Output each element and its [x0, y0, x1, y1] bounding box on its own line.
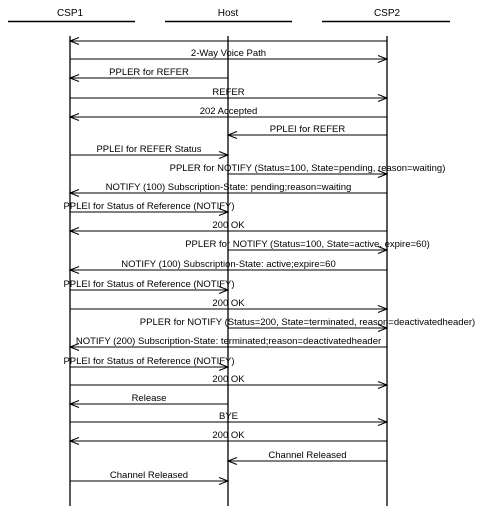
- arrowhead-icon: [218, 363, 230, 371]
- participant-label-csp1: CSP1: [57, 8, 84, 19]
- arrowhead-icon: [68, 400, 80, 408]
- message-label: Release: [132, 393, 167, 404]
- arrowhead-icon: [377, 94, 389, 102]
- arrowhead-icon: [68, 437, 80, 445]
- message-label: PPLER for REFER: [109, 67, 189, 78]
- message: PPLEI for REFER: [226, 124, 387, 139]
- message: PPLEI for Status of Reference (NOTIFY): [63, 201, 235, 216]
- message: 200 OK: [68, 220, 387, 235]
- message-label: 2-Way Voice Path: [191, 48, 266, 59]
- participant-label-csp2: CSP2: [374, 8, 401, 19]
- arrowhead-icon: [218, 208, 230, 216]
- message: Channel Released: [226, 450, 387, 465]
- message: PPLER for NOTIFY (Status=200, State=term…: [140, 317, 475, 332]
- participant-label-host: Host: [218, 8, 239, 19]
- message-label: PPLEI for Status of Reference (NOTIFY): [63, 279, 234, 290]
- message-label: PPLEI for REFER Status: [96, 144, 201, 155]
- message-label: Channel Released: [268, 450, 346, 461]
- arrowhead-icon: [226, 131, 238, 139]
- message: 2-Way Voice Path: [70, 48, 389, 63]
- message: 200 OK: [68, 430, 387, 445]
- arrowhead-icon: [226, 457, 238, 465]
- arrowhead-icon: [68, 74, 80, 82]
- message-label: PPLER for NOTIFY (Status=100, State=acti…: [185, 239, 430, 250]
- arrowhead-icon: [68, 227, 80, 235]
- message-label: NOTIFY (100) Subscription-State: active;…: [121, 259, 335, 270]
- arrowhead-icon: [377, 381, 389, 389]
- message-label: PPLEI for Status of Reference (NOTIFY): [63, 201, 234, 212]
- message-label: Channel Released: [110, 470, 188, 481]
- message-label: PPLEI for Status of Reference (NOTIFY): [63, 356, 234, 367]
- arrowhead-icon: [377, 170, 389, 178]
- message: BYE: [70, 411, 389, 426]
- arrowhead-icon: [68, 189, 80, 197]
- lifelines: [69, 36, 388, 506]
- arrowhead-icon: [68, 343, 80, 351]
- message: NOTIFY (200) Subscription-State: termina…: [68, 336, 387, 351]
- message: Release: [68, 393, 228, 408]
- message: [68, 37, 387, 45]
- message: NOTIFY (100) Subscription-State: active;…: [68, 259, 387, 274]
- message: 200 OK: [70, 298, 389, 313]
- arrowhead-icon: [68, 37, 80, 45]
- message-label: 200 OK: [212, 430, 245, 441]
- message: NOTIFY (100) Subscription-State: pending…: [68, 182, 387, 197]
- message-label: 200 OK: [212, 220, 245, 231]
- message: 200 OK: [70, 374, 389, 389]
- message-label: NOTIFY (200) Subscription-State: termina…: [76, 336, 381, 347]
- arrowhead-icon: [218, 286, 230, 294]
- message-label: PPLER for NOTIFY (Status=200, State=term…: [140, 317, 475, 328]
- message-label: NOTIFY (100) Subscription-State: pending…: [106, 182, 352, 193]
- arrowhead-icon: [68, 266, 80, 274]
- message: REFER: [70, 87, 389, 102]
- message: 202 Accepted: [68, 106, 387, 121]
- arrowhead-icon: [377, 324, 389, 332]
- message: PPLER for NOTIFY (Status=100, State=pend…: [170, 163, 446, 178]
- arrowhead-icon: [377, 55, 389, 63]
- message-label: PPLER for NOTIFY (Status=100, State=pend…: [170, 163, 446, 174]
- message: PPLER for NOTIFY (Status=100, State=acti…: [185, 239, 430, 254]
- arrowhead-icon: [218, 477, 230, 485]
- message-label: BYE: [219, 411, 238, 422]
- message: Channel Released: [70, 470, 230, 485]
- message: PPLEI for Status of Reference (NOTIFY): [63, 356, 235, 371]
- message: PPLEI for REFER Status: [70, 144, 230, 159]
- message-label: PPLEI for REFER: [270, 124, 346, 135]
- message: PPLER for REFER: [68, 67, 228, 82]
- message: PPLEI for Status of Reference (NOTIFY): [63, 279, 235, 294]
- participant-headers: CSP1 Host CSP2: [8, 8, 450, 23]
- message-label: 200 OK: [212, 298, 245, 309]
- message-label: REFER: [212, 87, 244, 98]
- arrowhead-icon: [218, 151, 230, 159]
- arrowhead-icon: [377, 305, 389, 313]
- message-label: 200 OK: [212, 374, 245, 385]
- message-label: 202 Accepted: [200, 106, 258, 117]
- arrowhead-icon: [377, 246, 389, 254]
- arrowhead-icon: [377, 418, 389, 426]
- arrowhead-icon: [68, 113, 80, 121]
